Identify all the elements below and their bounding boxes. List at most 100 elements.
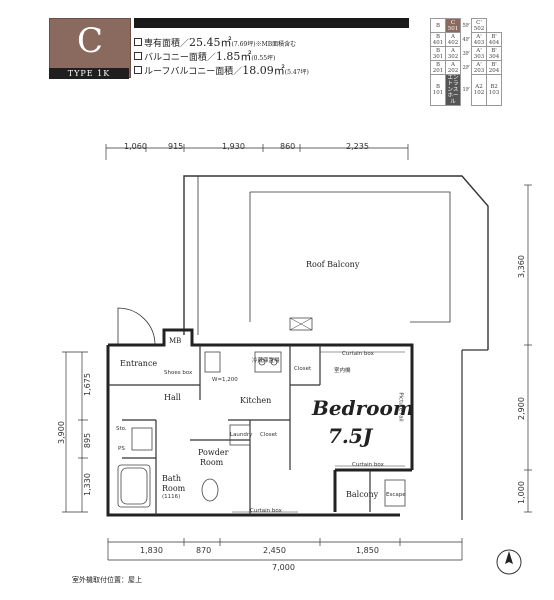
unit-key-type: B <box>435 61 441 68</box>
dim-top-3: 1,930 <box>222 142 245 151</box>
dim-right-3: 1,000 <box>516 481 526 504</box>
fixtures <box>117 351 406 508</box>
room-powder: Powder <box>198 448 229 457</box>
unit-key-unit: 303 <box>473 53 485 60</box>
dim-bottom-2: 870 <box>196 546 212 555</box>
unit-key-type: C' <box>476 19 482 26</box>
label-curtain-box-2: Curtain box <box>352 462 384 468</box>
roof-balcony-area-line: ルーフバルコニー面積／18.09㎡(5.47坪) <box>134 62 309 78</box>
unit-key-unit: 404 <box>488 39 500 46</box>
checkbox-icon <box>134 38 142 46</box>
unit-key-unit: 501 <box>447 25 459 32</box>
unit-key-type: A <box>451 61 455 68</box>
private-area-line: 専有面積／25.45㎡(7.69坪)※MB面積含む <box>134 34 296 50</box>
dim-bottom-1: 1,830 <box>140 546 163 555</box>
balcony-area-sub: (0.55坪) <box>251 55 276 62</box>
room-bath-size: (1116) <box>162 494 181 500</box>
room-closet-1: Closet <box>294 366 312 372</box>
room-closet-2: Closet <box>260 432 278 438</box>
unit-walls <box>106 328 414 517</box>
label-picture-rail: Picture rail <box>397 392 404 422</box>
unit-key-type: B <box>435 22 441 29</box>
roof-balcony-outline <box>183 175 489 520</box>
room-entrance: Entrance <box>120 359 158 368</box>
roof-balcony-area-sub: (5.47坪) <box>284 69 309 76</box>
room-roof-balcony: Roof Balcony <box>306 260 360 269</box>
dim-left-1: 1,675 <box>82 373 92 396</box>
unit-key-unit: 301 <box>432 53 444 60</box>
unit-key-type: B <box>435 84 441 90</box>
room-escape: Escape <box>386 492 406 498</box>
unit-key-floor: 1F <box>462 87 470 93</box>
balcony-area-line: バルコニー面積／1.85㎡(0.55坪) <box>134 48 275 64</box>
unit-key-unit: 202 <box>447 67 459 74</box>
unit-key-unit: 403 <box>473 39 485 46</box>
type-label-bar: TYPE 1K <box>49 68 129 79</box>
room-bedroom-size: 7.5J <box>328 424 373 448</box>
room-bath-2: Room <box>162 484 186 493</box>
dim-left-3: 1,330 <box>82 473 92 496</box>
unit-key-unit: 204 <box>488 67 500 74</box>
dim-left-total: 3,900 <box>56 421 66 444</box>
checkbox-icon <box>134 52 142 60</box>
dim-top-4: 860 <box>280 142 296 151</box>
label-refrigerator: 冷蔵庫置場 <box>252 358 280 364</box>
label-curtain-box-1: Curtain box <box>342 351 374 357</box>
dim-bottom-3: 2,450 <box>263 546 286 555</box>
private-area-value: 25.45㎡ <box>189 36 232 49</box>
unit-key-floor: 5F <box>462 22 470 29</box>
entry-door <box>117 307 156 346</box>
unit-key-type: C <box>450 19 456 26</box>
unit-key-unit: 401 <box>432 39 444 46</box>
private-area-sub: (7.69坪) <box>231 41 256 48</box>
type-label: TYPE 1K <box>67 69 111 78</box>
private-area-note: ※MB面積含む <box>255 41 297 48</box>
compass-icon <box>496 549 522 575</box>
type-letter: C <box>76 21 103 61</box>
unit-key-type: B <box>435 33 441 40</box>
unit-key-floor: 3F <box>462 50 470 57</box>
unit-key-type: エントランス <box>447 75 459 93</box>
unit-key-type: B' <box>491 47 497 54</box>
unit-key-unit: 304 <box>488 53 500 60</box>
unit-key-floor: 2F <box>462 64 470 71</box>
unit-key-type: B' <box>491 61 497 68</box>
room-bedroom: Bedroom <box>312 396 414 420</box>
unit-key-floor: 4F <box>462 36 470 43</box>
private-area-label: 専有面積／ <box>144 39 190 49</box>
balcony-area-label: バルコニー面積／ <box>144 53 216 63</box>
room-mb: MB <box>169 337 182 345</box>
room-powder-2: Room <box>200 458 224 467</box>
roof-balcony-area-label: ルーフバルコニー面積／ <box>144 67 243 77</box>
unit-key-unit: 101 <box>432 90 444 96</box>
room-laundry: Laundry <box>230 432 253 438</box>
room-storage: Sto. <box>116 426 127 432</box>
roof-balcony-area-value: 18.09㎡ <box>242 64 285 77</box>
info-header-bar <box>134 18 409 28</box>
dim-right-2: 2,900 <box>516 397 526 420</box>
dim-top-2: 915 <box>168 142 184 151</box>
unit-key-cell: A'203 <box>471 60 487 75</box>
room-kitchen: Kitchen <box>240 396 272 405</box>
balcony-area-value: 1.85㎡ <box>215 50 252 63</box>
label-curtain-box-3: Curtain box <box>250 508 282 514</box>
unit-key-unit: 203 <box>473 67 485 74</box>
room-hall: Hall <box>164 393 181 402</box>
unit-key-type: A' <box>476 47 482 54</box>
unit-key-unit: 302 <box>447 53 459 60</box>
dimension-lines <box>62 144 532 561</box>
footnote: 室外機取付位置：屋上 <box>72 576 142 584</box>
unit-key-unit: 102 <box>473 90 485 96</box>
label-wh: W=1,200 <box>212 377 238 383</box>
unit-key-cell: エントランスホール <box>445 74 461 106</box>
dim-right-1: 3,360 <box>516 255 526 278</box>
dim-top-1: 1,060 <box>124 142 147 151</box>
unit-key-unit: ホール <box>447 93 459 105</box>
curtain-boxes <box>232 351 405 513</box>
